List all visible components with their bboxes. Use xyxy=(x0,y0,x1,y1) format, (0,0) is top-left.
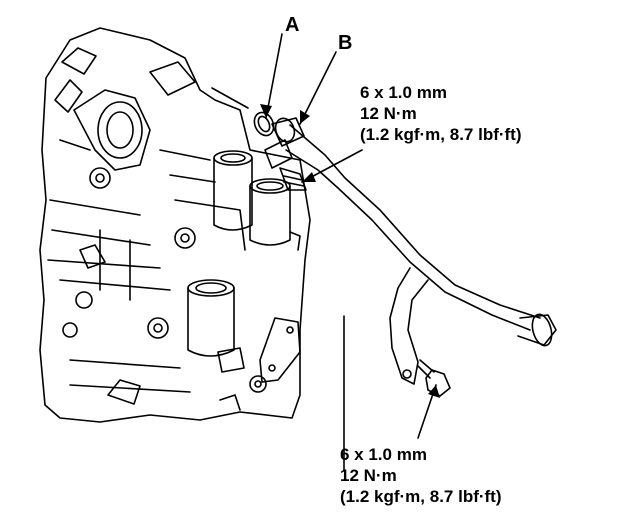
upper-bolt xyxy=(279,167,307,191)
spec-torque-alt: (1.2 kgf·m, 8.7 lbf·ft) xyxy=(340,487,502,506)
spec-size: 6 x 1.0 mm xyxy=(340,445,427,464)
lower-bolt xyxy=(417,359,451,397)
water-pipe xyxy=(264,117,557,385)
spec-torque-alt: (1.2 kgf·m, 8.7 lbf·ft) xyxy=(360,125,522,144)
arrow-bolt-head xyxy=(302,172,316,182)
solenoid-valves xyxy=(187,150,301,373)
arrow-a-head xyxy=(260,104,272,118)
callout-a: A xyxy=(285,14,300,36)
arrow-b-head xyxy=(300,110,310,124)
leader-lines xyxy=(211,33,437,471)
spec-torque-nm: 12 N·m xyxy=(340,466,397,485)
o-ring-a xyxy=(253,111,275,137)
torque-spec-upper: 6 x 1.0 mm 12 N·m (1.2 kgf·m, 8.7 lbf·ft… xyxy=(360,82,522,145)
spec-torque-nm: 12 N·m xyxy=(360,104,417,123)
arrow-lower-bolt-head xyxy=(428,385,440,398)
callout-b: B xyxy=(338,32,353,54)
torque-spec-lower: 6 x 1.0 mm 12 N·m (1.2 kgf·m, 8.7 lbf·ft… xyxy=(340,444,502,507)
engine-block xyxy=(39,27,311,423)
engine-bracket xyxy=(259,317,301,383)
spec-size: 6 x 1.0 mm xyxy=(360,83,447,102)
